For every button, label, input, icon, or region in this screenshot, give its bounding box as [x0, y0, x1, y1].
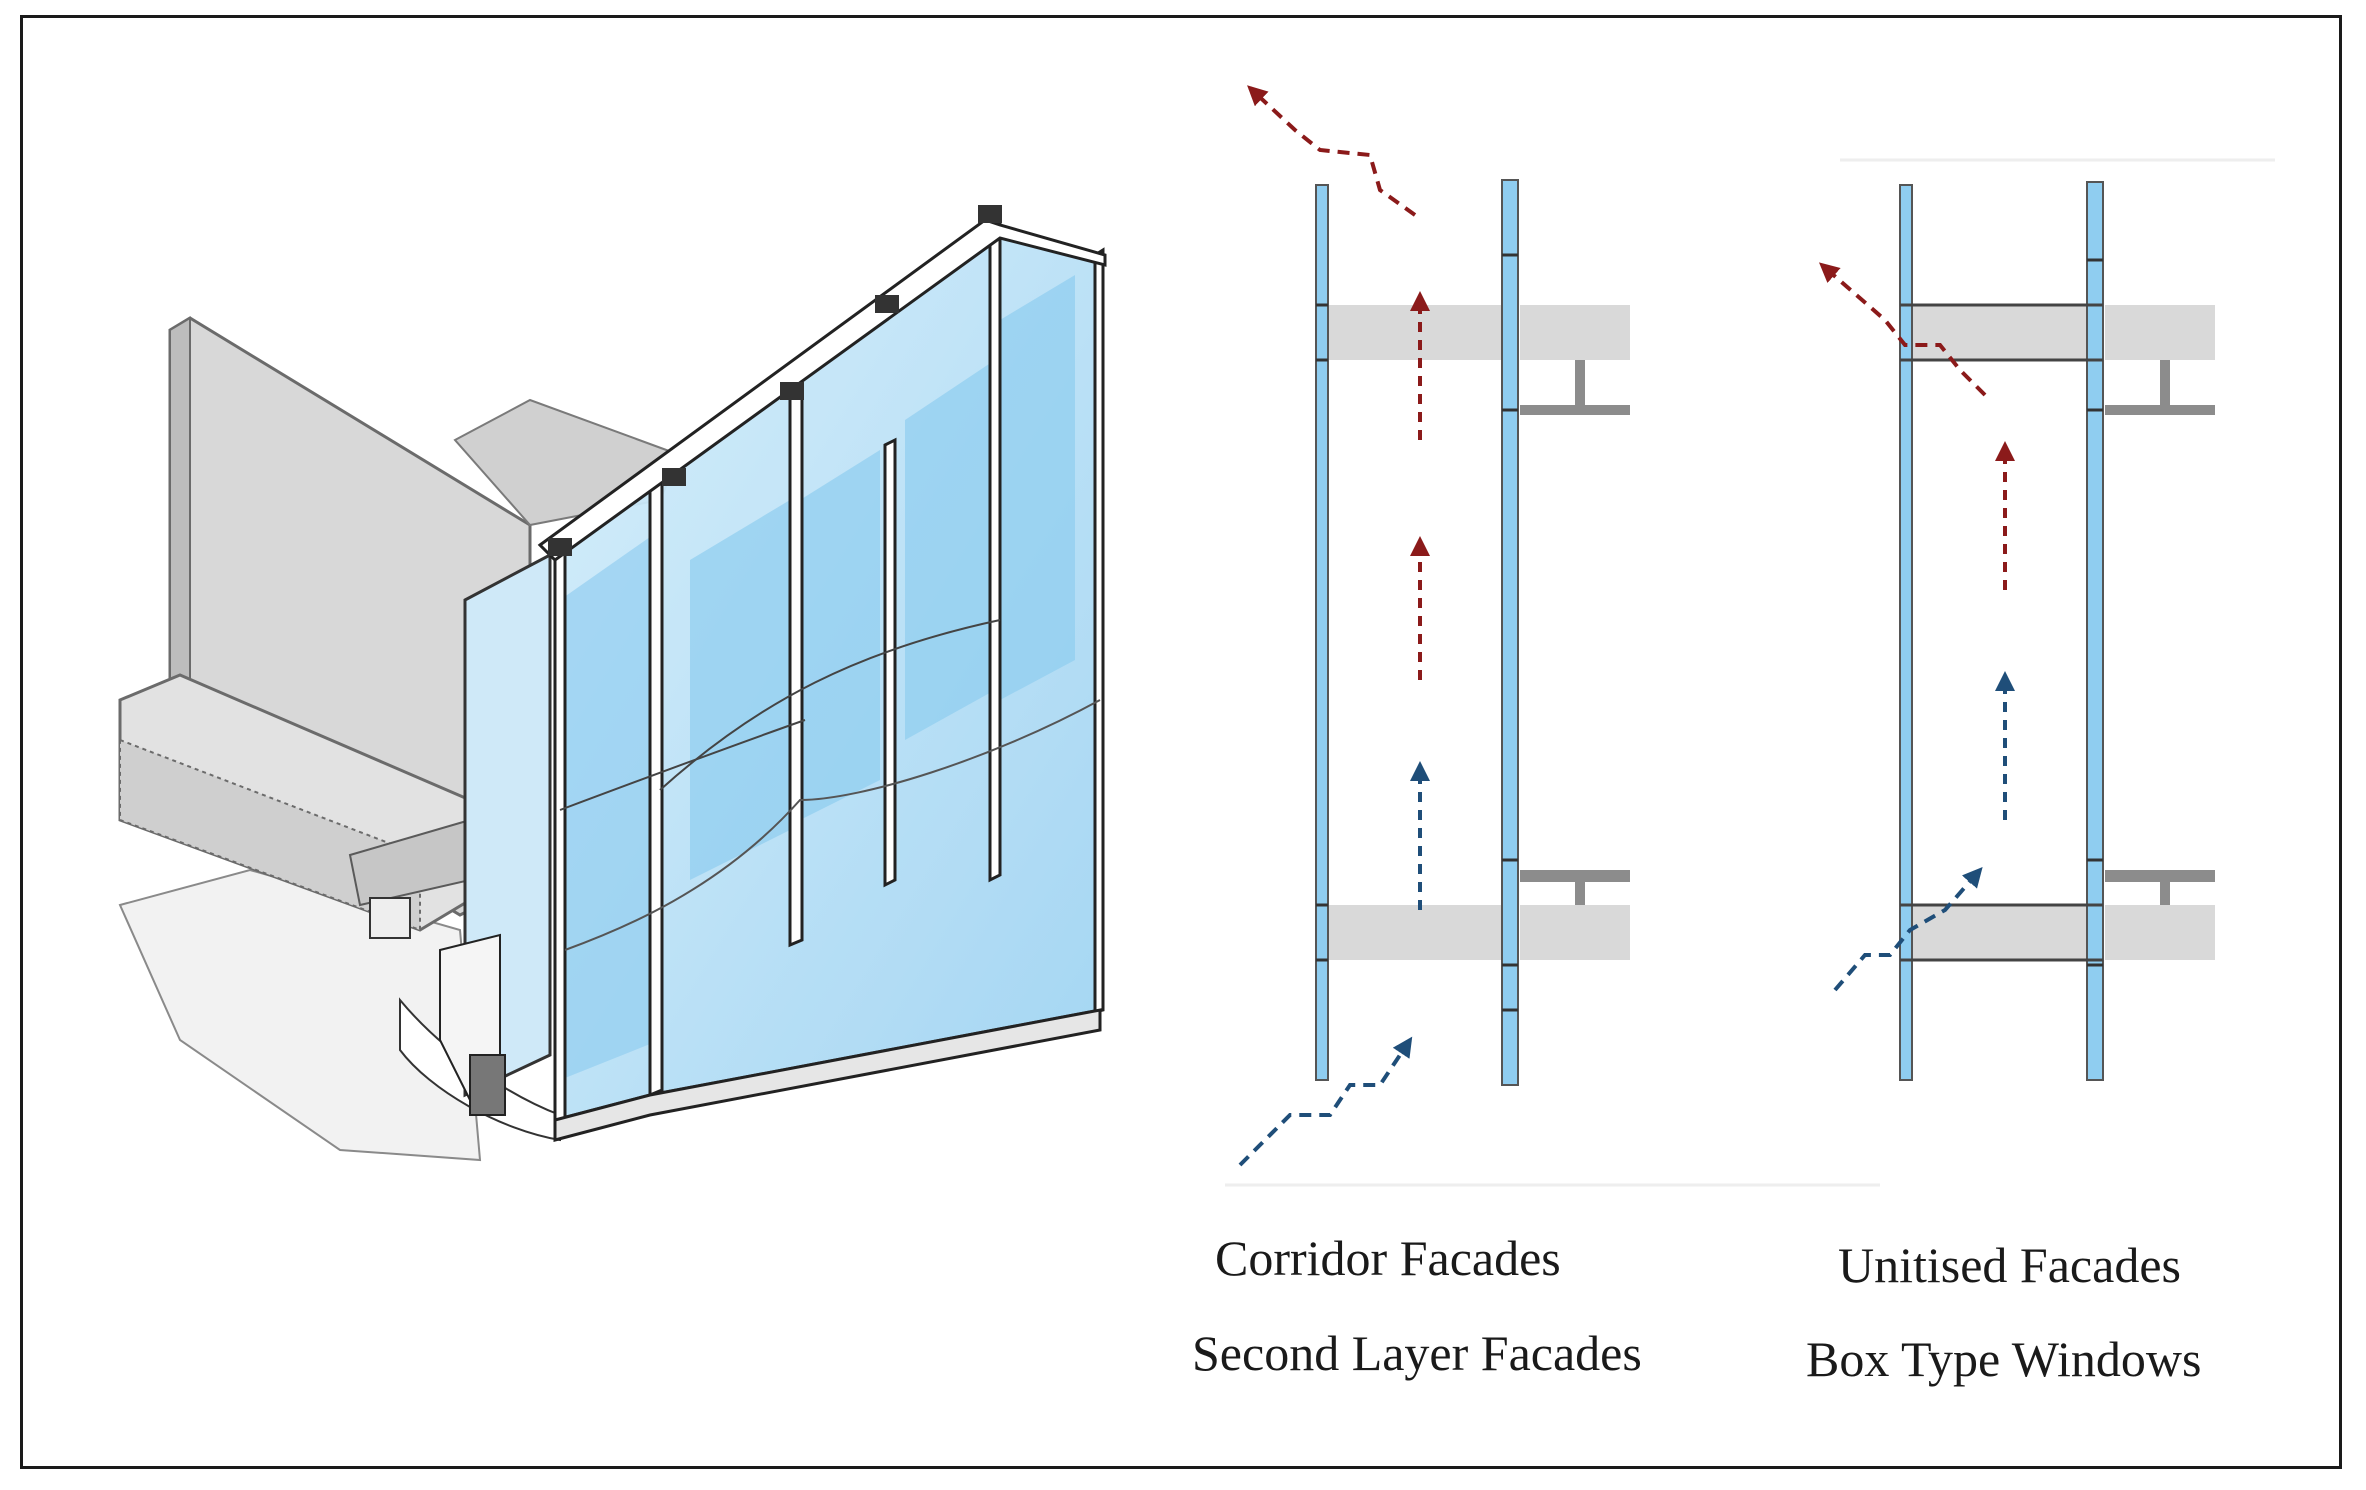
unitised-inner-skin	[2086, 181, 2104, 1081]
corridor-slab-bottom	[1320, 905, 1515, 960]
arrow-cool-intake-icon-2	[1833, 866, 1983, 992]
corridor-outer-skin	[1315, 184, 1329, 1081]
mullion-5	[988, 217, 1002, 883]
base-slab-face	[119, 738, 421, 932]
corridor-section	[1225, 85, 1880, 1187]
vent-box	[369, 897, 411, 939]
unitised-section	[1818, 158, 2275, 1081]
corridor-slab-bottom-ext	[1520, 905, 1630, 960]
transom-line-1	[559, 719, 806, 811]
caption-second-layer-facades: Second Layer Facades	[1192, 1325, 1642, 1381]
unitised-outer-skin	[1899, 184, 1913, 1081]
transom-line-2	[659, 619, 1001, 791]
caption-corridor-facades: Corridor Facades	[1215, 1230, 1561, 1286]
inner-panel-5	[1000, 275, 1075, 700]
mullion-4	[883, 437, 897, 888]
figure-frame	[20, 15, 2342, 1469]
bottom-rail	[553, 1008, 1102, 1142]
corridor-slab-top-ext	[1520, 305, 1630, 360]
ground-plate	[118, 868, 482, 1162]
inner-floor-curve	[564, 699, 1101, 951]
caption-unitised-facades: Unitised Facades	[1838, 1237, 2181, 1293]
inner-panel-2	[690, 500, 790, 880]
arrow-warm-exhaust-icon-2	[1818, 262, 1987, 397]
sill-vent-block	[469, 1054, 506, 1116]
unitised-slab-bottom-ext	[2105, 905, 2215, 960]
unitised-beam-top	[2105, 360, 2215, 415]
corridor-beam-bottom	[1520, 870, 1630, 905]
mullion-1	[553, 547, 567, 1128]
bracket-5	[978, 205, 1002, 223]
bracket-4	[875, 295, 899, 313]
bracket-2	[662, 468, 686, 486]
bracket-1	[548, 538, 572, 556]
caption-box-type-windows: Box Type Windows	[1806, 1331, 2202, 1387]
bracket-3	[780, 382, 804, 400]
arrow-cool-intake-icon	[1238, 1036, 1413, 1167]
arrow-warm-exhaust-icon	[1247, 85, 1417, 217]
unitised-beam-bottom	[2105, 870, 2215, 905]
facade-3d-model	[118, 205, 1107, 1162]
corridor-beam-top	[1520, 360, 1630, 415]
unitised-slab-top	[1905, 305, 2100, 360]
mullion-6	[1093, 247, 1105, 1014]
inner-panel-3	[800, 450, 880, 820]
inner-panel-4	[905, 360, 995, 740]
corridor-inner-skin	[1501, 179, 1519, 1086]
mullion-3	[788, 375, 804, 948]
corridor-slab-top	[1320, 305, 1515, 360]
unitised-slab-bottom	[1905, 905, 2100, 960]
unitised-slab-top-ext	[2105, 305, 2215, 360]
mullion-2	[648, 460, 664, 1098]
